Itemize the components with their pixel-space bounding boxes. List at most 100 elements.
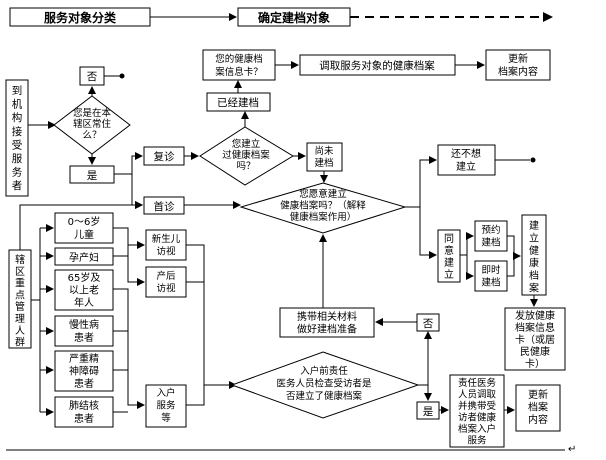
text-line: 人员调取 [458,390,497,401]
home-service-box: 入户服务等 [145,384,187,428]
text-line: 辖 [15,253,25,266]
text-line: 服务 [467,435,487,447]
text-line: 入户前责任 [300,365,348,377]
text-line: 立 [444,268,454,281]
update-bottom-box: 更新档案内容 [515,384,561,432]
text-line: 受 [12,139,23,151]
bring-materials-text: 携带相关材料做好建档准备 [297,310,357,336]
edge-yes-to-firstvisit [131,174,143,209]
text-line: 区 [15,266,25,278]
card-question-box: 您的健康档案信息卡？ [202,49,276,81]
child-box: 0～6岁儿童 [54,212,114,244]
text-line: 档案入户 [458,423,496,435]
text-line: 0～6岁 [68,215,101,228]
resident-question-text: 您是在本辖区常住么？ [73,107,112,141]
text-line: 点 [15,289,25,301]
text-line: 建档 [314,157,333,169]
text-line: 您的健康档 [215,53,263,65]
text-line: 建档 [481,237,500,249]
edge-newborn-to-check [186,244,237,389]
built-question: 您建立过健康档案吗？ [199,126,294,186]
text-line: 同 [444,233,454,245]
yes-right-box: 是 [416,401,440,420]
text-line: 建 [444,256,454,269]
text-line: 健康档案吗？（解释 [280,200,366,212]
text-line: 服 [12,153,23,165]
return-mark: ↵ [568,444,576,455]
text-line: 档案 [528,401,548,414]
text-line: 重 [15,277,25,290]
text-line: 患者 [74,332,94,344]
chronic-text: 慢性病患者 [69,318,99,344]
text-line: 儿童 [74,228,94,241]
already-built-text: 已经建档 [217,96,259,109]
edge-pregnant-to-postpartum [127,256,145,286]
willing-question: 您愿意建立健康档案吗？（解释健康档案作用） [239,182,407,234]
update-top-box: 更新档案内容 [485,49,551,81]
text-line: 医务人员检查受访者是 [276,378,372,390]
text-line: 建 [529,219,539,232]
home-service-text: 入户服务等 [156,387,176,424]
yes-left-box: 是 [69,165,115,184]
first-visit-box: 首诊 [143,196,185,215]
header-right: 确定建档对象 [237,7,351,27]
mental-box: 严重精神障碍患者 [54,350,114,392]
text-line: 尚未 [314,145,334,157]
text-line: 65岁及 [68,271,101,284]
header-left: 服务对象分类 [9,7,151,27]
text-line: 民健康 [520,345,550,358]
bring-materials-box: 携带相关材料做好建档准备 [279,307,375,338]
already-built-box: 已经建档 [206,92,271,112]
built-question-text: 您建立过健康档案吗？ [222,138,270,172]
text-line: 管 [15,300,25,313]
agree-text: 同意建立 [444,233,454,281]
text-line: 年人 [74,296,94,309]
not-built-text: 尚未建档 [314,145,334,169]
tb-box: 肺结核患者 [54,396,114,428]
edge-willing-to-agree [419,207,437,259]
text-line: 健 [529,245,539,257]
text-line: 群 [15,336,25,349]
text-line: 责任医务 [458,377,497,389]
edge-home-to-check [186,385,205,406]
instant-box: 即时建档 [474,260,508,292]
establish-text: 建立健康档案 [529,219,539,295]
text-line: 访者健康 [458,412,497,424]
no-right-text: 否 [423,318,434,330]
doctor-fetch-box: 责任医务人员调取并携带受访者健康档案入户服务 [449,374,505,448]
edge-child-to-newborn [113,227,145,249]
header-right-text: 确定建档对象 [258,10,330,25]
text-line: 您愿意建立 [299,188,347,200]
fetch-record-box: 调取服务对象的健康档案 [299,54,456,76]
text-line: 等 [161,412,171,424]
mental-text: 严重精神障碍患者 [69,352,99,390]
text-line: 务 [12,166,23,179]
text-line: 机 [12,98,23,111]
text-line: 卡（或居 [515,333,555,346]
text-line: 案 [529,282,539,295]
fetch-record-text: 调取服务对象的健康档案 [319,59,435,72]
text-line: 辖区常住 [73,118,112,130]
home-check-question: 入户前责任医务人员检查受访者是否建立了健康档案 [230,351,420,419]
end-dot-right [530,157,536,163]
text-line: 吗？ [236,161,255,172]
agree-box: 同意建立 [437,229,461,283]
text-line: 理 [15,313,25,325]
update-top-text: 更新档案内容 [498,52,538,78]
chronic-box: 慢性病患者 [54,315,114,347]
still-no-box: 还不想建立 [437,144,496,176]
edge-keygroups-to-firstvisit [19,201,143,250]
text-line: 访视 [156,246,176,258]
header-dashed-arrowhead [543,12,553,22]
booked-box: 预约建档 [474,220,508,252]
text-line: 以上老 [69,284,99,297]
key-groups-text: 辖区重点管理人群 [15,253,25,349]
home-check-text: 入户前责任医务人员检查受访者是否建立了健康档案 [276,365,372,402]
yes-left-text: 是 [87,170,98,182]
postpartum-box: 产后访视 [145,266,187,298]
arrive-box: 到机构接受服务者 [5,79,29,197]
still-no-text: 还不想建立 [451,147,481,173]
establish-box: 建立健康档案 [521,214,547,296]
text-line: 过健康档案 [222,149,270,161]
